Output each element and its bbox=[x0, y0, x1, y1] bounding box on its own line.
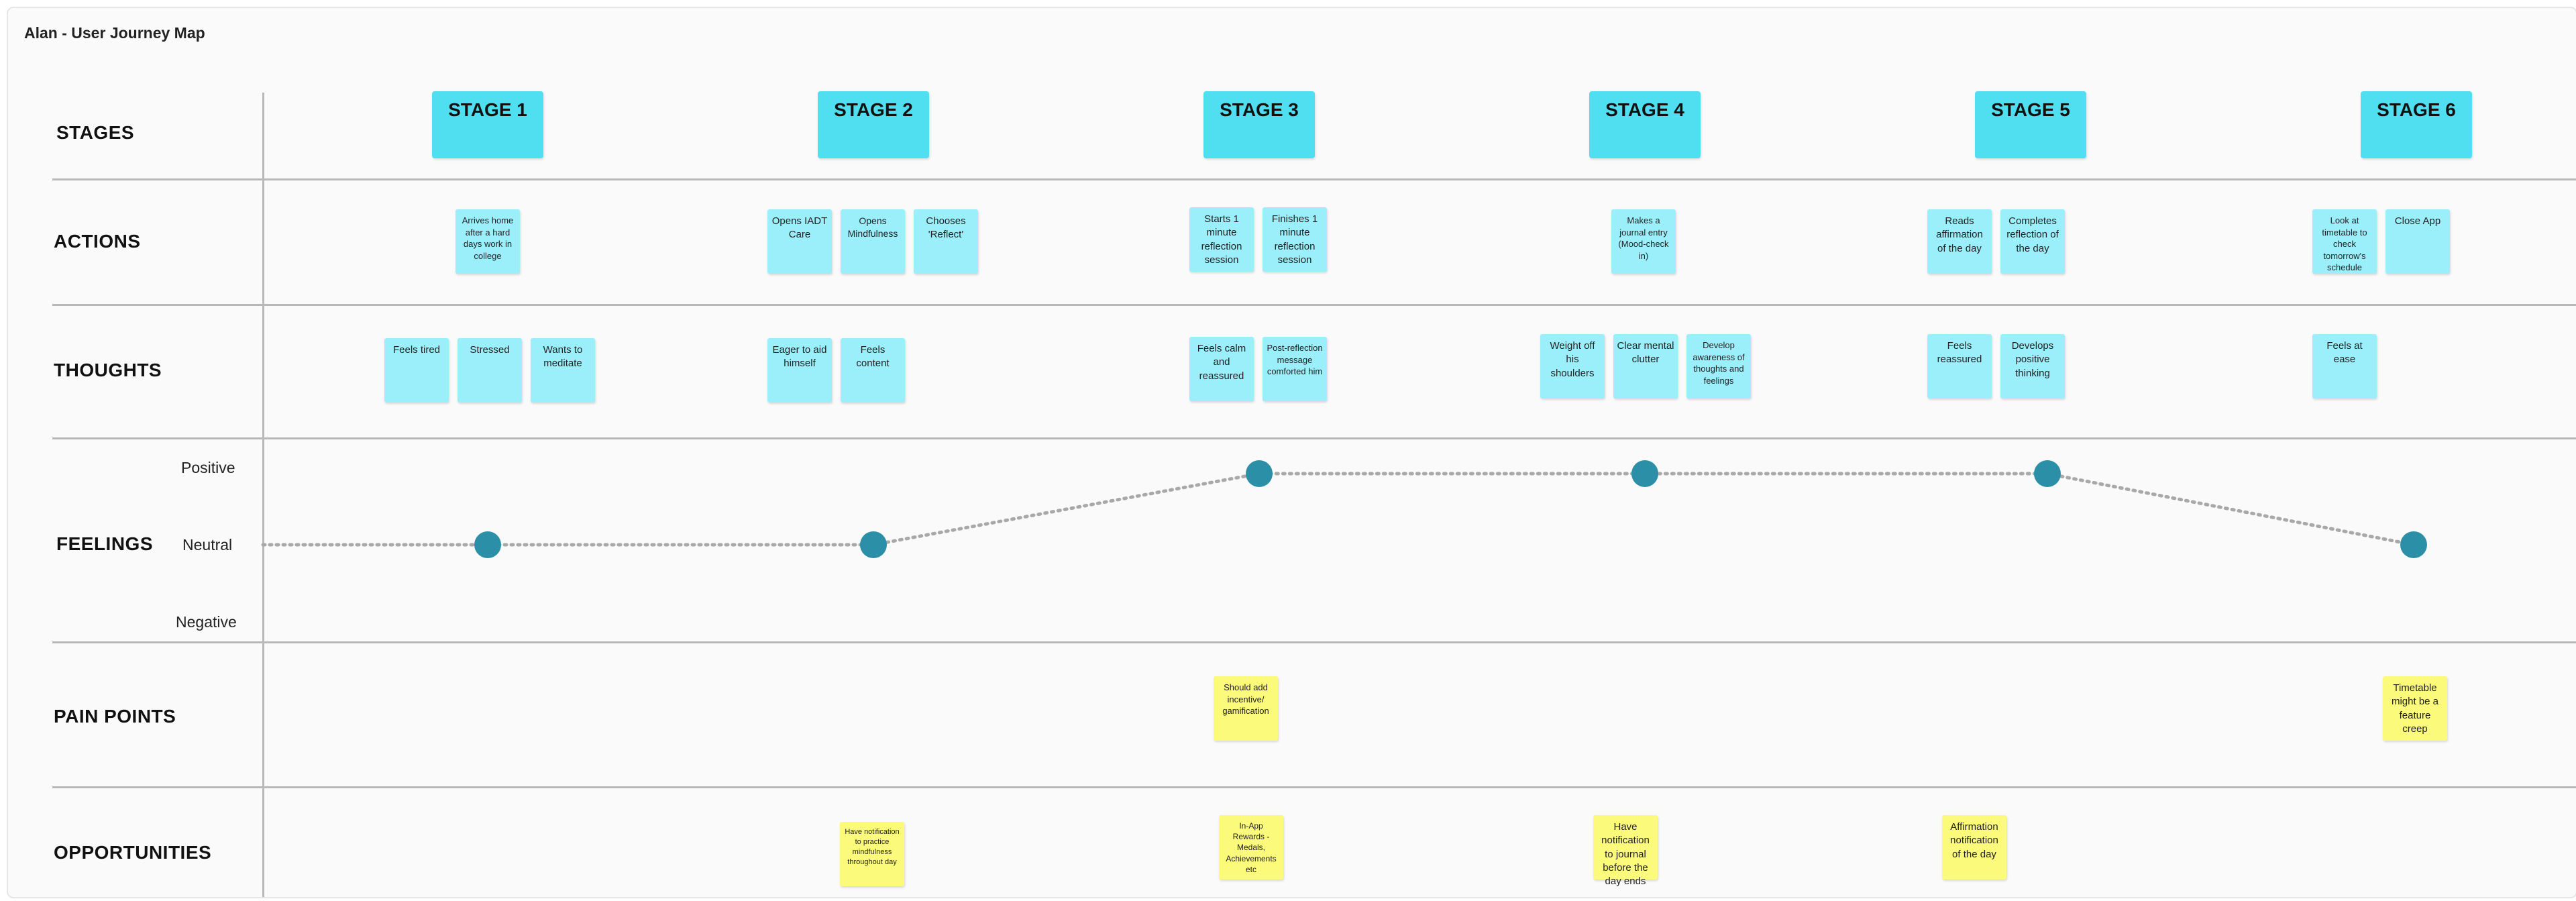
pain-point-note: Should add incentive/ gamification bbox=[1214, 676, 1278, 741]
feelings-line bbox=[261, 472, 2416, 547]
row-divider bbox=[52, 437, 2576, 439]
stage-6-header: STAGE 6 bbox=[2361, 91, 2472, 158]
opportunity-note: Affirmation notification of the day bbox=[1942, 815, 2006, 880]
action-note: Finishes 1 minute reflection session bbox=[1263, 207, 1327, 272]
row-divider bbox=[52, 641, 2576, 643]
action-note: Look at timetable to check tomorrow's sc… bbox=[2312, 209, 2377, 274]
feeling-point-stage-5 bbox=[2034, 460, 2061, 487]
thought-note: Develops positive thinking bbox=[2000, 334, 2065, 399]
thought-note: Eager to aid himself bbox=[767, 338, 832, 403]
feeling-point-stage-2 bbox=[860, 531, 887, 558]
thought-note: Feels tired bbox=[384, 338, 449, 403]
pain-point-note: Timetable might be a feature creep bbox=[2383, 676, 2447, 741]
action-note: Opens IADT Care bbox=[767, 209, 832, 274]
stage-5-header: STAGE 5 bbox=[1975, 91, 2086, 158]
row-label-thoughts: THOUGHTS bbox=[54, 360, 162, 380]
board-title: Alan - User Journey Map bbox=[24, 24, 205, 42]
action-note: Reads affirmation of the day bbox=[1927, 209, 1992, 274]
thought-note: Clear mental clutter bbox=[1613, 334, 1678, 399]
action-note: Starts 1 minute reflection session bbox=[1189, 207, 1254, 272]
thought-note: Wants to meditate bbox=[531, 338, 595, 403]
feeling-point-stage-6 bbox=[2400, 531, 2427, 558]
action-note: Completes reflection of the day bbox=[2000, 209, 2065, 274]
feeling-level-negative: Negative bbox=[176, 613, 237, 631]
thought-note: Stressed bbox=[458, 338, 522, 403]
thought-note: Post-reflection message comforted him bbox=[1263, 337, 1327, 401]
journey-map-board: Alan - User Journey Map STAGES ACTIONS T… bbox=[7, 7, 2576, 898]
feeling-point-stage-1 bbox=[474, 531, 501, 558]
opportunity-note: Have notification to practice mindfulnes… bbox=[840, 822, 904, 886]
feeling-level-neutral: Neutral bbox=[182, 536, 233, 553]
stage-3-header: STAGE 3 bbox=[1203, 91, 1315, 158]
row-divider bbox=[52, 304, 2576, 306]
feeling-point-stage-3 bbox=[1246, 460, 1273, 487]
row-label-pain-points: PAIN POINTS bbox=[54, 706, 176, 727]
thought-note: Weight off his shoulders bbox=[1540, 334, 1605, 399]
row-label-actions: ACTIONS bbox=[54, 231, 141, 252]
stage-4-header: STAGE 4 bbox=[1589, 91, 1701, 158]
feelings-graph bbox=[261, 460, 2427, 558]
action-note: Arrives home after a hard days work in c… bbox=[455, 209, 520, 274]
row-divider bbox=[52, 178, 2576, 180]
thought-note: Feels calm and reassured bbox=[1189, 337, 1254, 401]
action-note: Makes a journal entry (Mood-check in) bbox=[1611, 209, 1676, 274]
row-label-opportunities: OPPORTUNITIES bbox=[54, 842, 212, 863]
feeling-point-stage-4 bbox=[1631, 460, 1658, 487]
row-label-stages: STAGES bbox=[56, 122, 135, 143]
action-note: Opens Mindfulness bbox=[841, 209, 905, 274]
thought-note: Feels reassured bbox=[1927, 334, 1992, 399]
stage-1-header: STAGE 1 bbox=[432, 91, 543, 158]
stage-2-header: STAGE 2 bbox=[818, 91, 929, 158]
thought-note: Feels at ease bbox=[2312, 334, 2377, 399]
row-label-feelings: FEELINGS bbox=[56, 533, 154, 554]
label-column-divider bbox=[262, 93, 264, 897]
opportunity-note: In-App Rewards - Medals, Achievements et… bbox=[1219, 815, 1283, 880]
action-note: Close App bbox=[2385, 209, 2450, 274]
row-divider bbox=[52, 786, 2576, 788]
feeling-level-positive: Positive bbox=[181, 459, 235, 476]
thought-note: Develop awareness of thoughts and feelin… bbox=[1686, 334, 1751, 399]
thought-note: Feels content bbox=[841, 338, 905, 403]
action-note: Chooses 'Reflect' bbox=[914, 209, 978, 274]
